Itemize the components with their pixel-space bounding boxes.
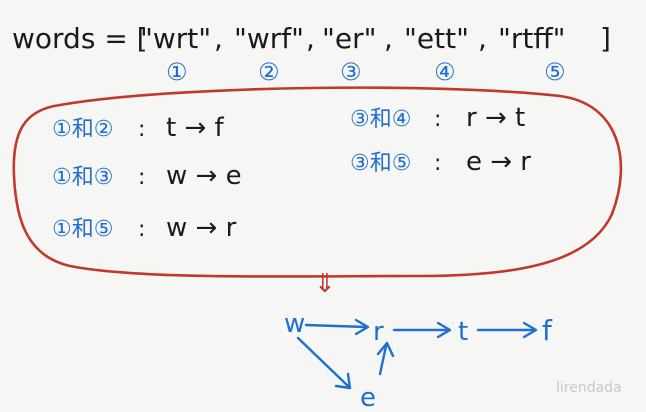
graph-node-r: r <box>373 317 384 347</box>
pair-relation: r → t <box>466 103 525 133</box>
pair-separator: : <box>434 107 441 132</box>
edge-r-t-head <box>436 321 452 339</box>
pair-4: ③和④ : r → t <box>350 103 525 133</box>
edge-w-r <box>304 323 368 329</box>
pair-label: ①和⑤ <box>52 217 113 242</box>
comma-3: , <box>384 22 393 55</box>
pair-label: ①和② <box>52 117 113 142</box>
pair-label: ③和④ <box>350 107 411 132</box>
edge-e-r <box>378 344 388 376</box>
index-2: ② <box>258 58 280 86</box>
pair-relation: w → e <box>166 161 242 191</box>
word-item-1: "wrt" <box>140 22 211 55</box>
pair-relation: w → r <box>166 213 237 243</box>
graph-node-f: f <box>542 314 553 347</box>
edge-e-r-head <box>376 341 395 358</box>
pair-label: ①和③ <box>52 165 113 190</box>
enclosure-outline <box>12 86 623 278</box>
pair-separator: : <box>138 217 145 242</box>
word-item-2: "wrf" <box>234 22 304 55</box>
code-line: words = [ "wrt" , "wrf" , "er" , "ett" ,… <box>12 22 611 55</box>
watermark: lirendada <box>556 380 622 396</box>
dependency-graph: w r t f e <box>284 309 553 412</box>
index-3: ③ <box>340 58 362 86</box>
code-lhs: words = [ <box>12 22 148 55</box>
edge-w-r-head <box>354 318 370 336</box>
word-item-4: "ett" <box>404 22 469 55</box>
word-item-5: "rtff" <box>498 22 566 55</box>
pair-3: ①和⑤ : w → r <box>52 213 237 243</box>
pair-separator: : <box>138 165 145 190</box>
pair-1: ①和② : t → f <box>52 113 225 143</box>
code-rhs: ] <box>600 22 611 55</box>
pair-separator: : <box>138 117 145 142</box>
edge-t-f-head <box>522 321 538 339</box>
graph-node-t: t <box>458 317 468 347</box>
edge-w-e-head <box>334 372 352 390</box>
comma-2: , <box>306 22 315 55</box>
graph-node-e: e <box>360 383 376 412</box>
pair-2: ①和③ : w → e <box>52 161 242 191</box>
pair-label: ③和⑤ <box>350 151 411 176</box>
index-5: ⑤ <box>544 58 566 86</box>
comma-4: , <box>478 22 487 55</box>
graph-edges <box>296 318 538 390</box>
index-4: ④ <box>434 58 456 86</box>
edge-w-e <box>296 336 350 388</box>
graph-node-w: w <box>284 309 305 339</box>
word-item-3: "er" <box>322 22 377 55</box>
pair-relation: e → r <box>466 147 531 177</box>
implies-arrow: ⇓ <box>314 269 336 299</box>
index-1: ① <box>166 58 188 86</box>
comma-1: , <box>214 22 223 55</box>
item-indices: ① ② ③ ④ ⑤ <box>166 58 566 86</box>
pair-separator: : <box>434 151 441 176</box>
pair-5: ③和⑤ : e → r <box>350 147 531 177</box>
graph-nodes: w r t f e <box>284 309 553 412</box>
pair-relation: t → f <box>166 113 225 143</box>
